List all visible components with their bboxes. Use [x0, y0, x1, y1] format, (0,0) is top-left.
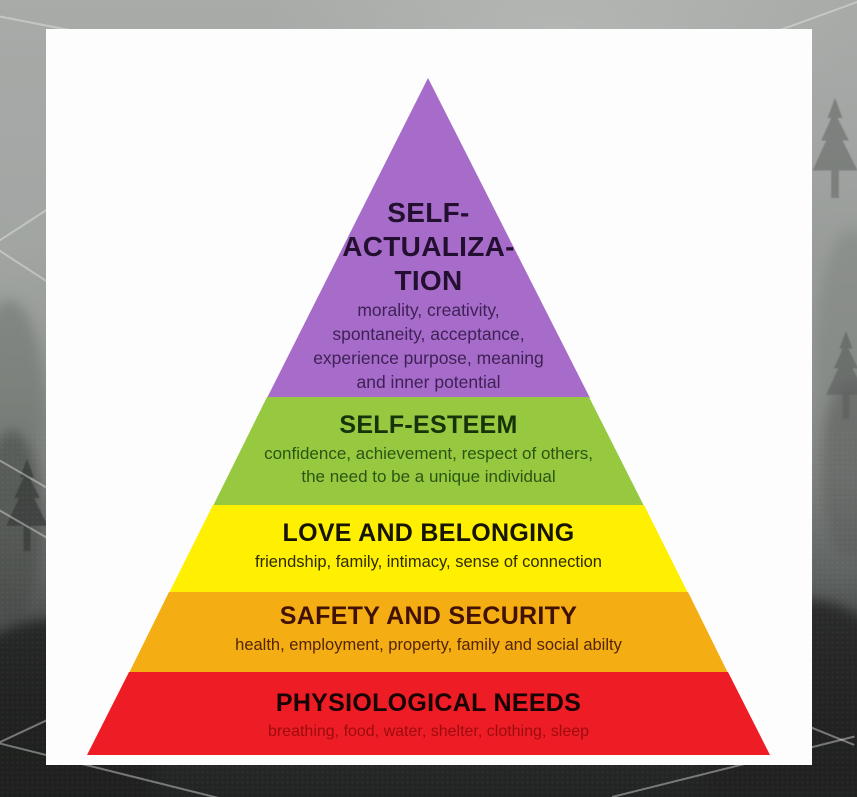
level-description: health, employment, property, family and…	[235, 636, 622, 654]
level-heading: SELF- ACTUALIZA- TION	[342, 197, 515, 296]
level-heading: PHYSIOLOGICAL NEEDS	[275, 689, 582, 717]
level-heading: SAFETY AND SECURITY	[279, 602, 578, 630]
pyramid-level-self-actualization: SELF- ACTUALIZA- TION morality, creativi…	[267, 78, 590, 398]
tree-silhouette-left	[4, 440, 50, 570]
tree-silhouette-right	[810, 88, 857, 208]
content-card: SELF- ACTUALIZA- TION morality, creativi…	[46, 29, 812, 765]
level-heading: LOVE AND BELONGING	[282, 519, 575, 547]
tree-silhouette-right-lower	[824, 300, 857, 450]
pyramid-level-physiological-needs: PHYSIOLOGICAL NEEDS breathing, food, wat…	[87, 672, 770, 755]
pyramid-level-love-and-belonging: LOVE AND BELONGING friendship, family, i…	[169, 505, 688, 593]
pyramid-level-safety-and-security: SAFETY AND SECURITY health, employment, …	[129, 592, 728, 673]
level-description: friendship, family, intimacy, sense of c…	[255, 553, 602, 571]
level-heading: SELF-ESTEEM	[339, 411, 518, 439]
level-description: breathing, food, water, shelter, clothin…	[267, 723, 590, 740]
pyramid-level-self-esteem: SELF-ESTEEM confidence, achievement, res…	[213, 397, 644, 506]
level-description: morality, creativity, spontaneity, accep…	[313, 300, 544, 392]
level-description: confidence, achievement, respect of othe…	[264, 444, 593, 486]
maslow-pyramid: SELF- ACTUALIZA- TION morality, creativi…	[87, 78, 770, 755]
